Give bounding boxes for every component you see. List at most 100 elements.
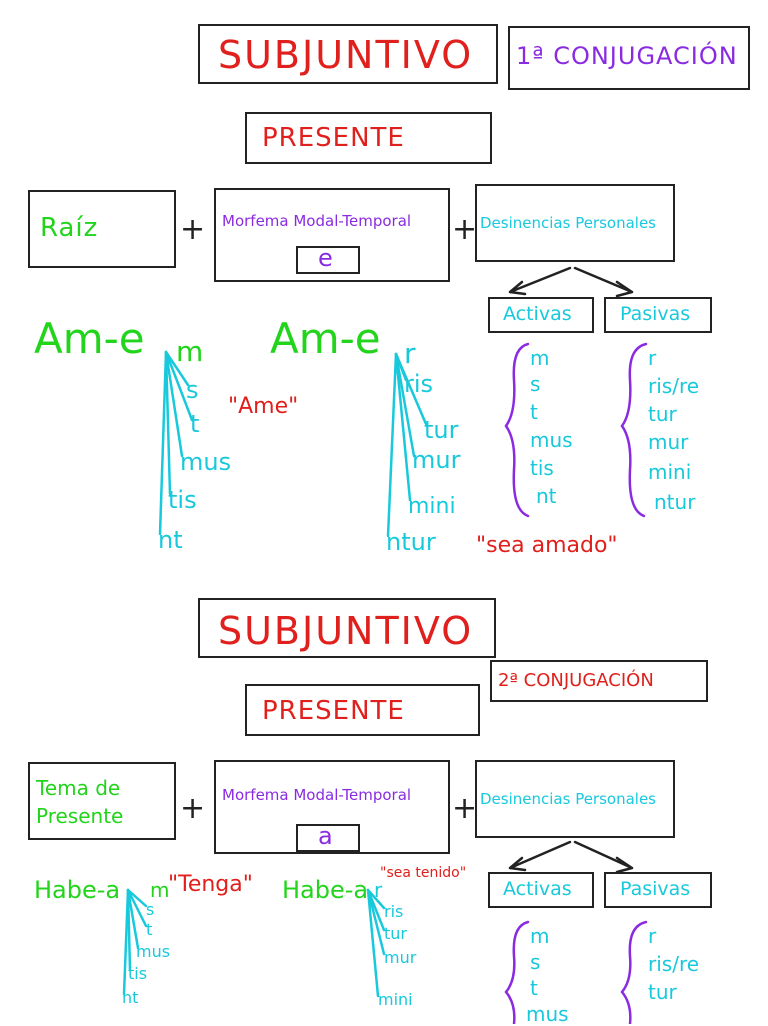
active-ending-2-3: mus <box>526 1002 569 1026</box>
passive-ending-1-3: mur <box>648 430 689 454</box>
morpheme-label-1: Morfema Modal-Temporal <box>222 212 412 230</box>
active-form-2-4: tis <box>128 964 148 983</box>
morpheme-vowel-box-1 <box>296 246 360 274</box>
title-1: SUBJUNTIVO <box>218 33 474 77</box>
active-ending-1-1: s <box>530 372 541 396</box>
conjugation-box-1 <box>508 26 750 90</box>
fan-active-2 <box>122 888 148 996</box>
active-form-2-3: mus <box>136 942 171 961</box>
active-ending-1-2: t <box>530 400 538 424</box>
tense-1: PRESENTE <box>262 123 405 153</box>
arrow-to-active-1 <box>508 266 572 296</box>
active-label-2: Activas <box>503 878 572 900</box>
active-box-1 <box>488 297 594 333</box>
plus-1b: + <box>452 212 478 247</box>
morpheme-vowel-2: a <box>318 822 334 850</box>
brace-passive-1 <box>620 342 648 518</box>
passive-ending-1-0: r <box>648 346 657 370</box>
base-box-2 <box>28 762 176 840</box>
passive-form-2-2: tur <box>384 924 407 943</box>
passive-label-2: Pasivas <box>620 878 691 900</box>
passive-form-1-3: mur <box>412 446 461 474</box>
passive-form-1-0: r <box>404 337 416 370</box>
active-form-2-1: s <box>146 900 155 919</box>
arrow-to-passive-1 <box>573 266 634 298</box>
passive-ending-1-2: tur <box>648 402 677 426</box>
base-box-1 <box>28 190 176 268</box>
passive-ending-2-1: ris/re <box>648 952 700 976</box>
passive-stem-1: Am-e <box>270 314 381 363</box>
passive-form-1-5: ntur <box>386 528 436 556</box>
passive-stem-2: Habe-a <box>282 876 369 904</box>
tense-box-1 <box>245 112 492 164</box>
plus-1a: + <box>180 212 206 247</box>
plus-2a: + <box>180 791 206 826</box>
passive-box-2 <box>604 872 712 908</box>
fan-passive-2 <box>366 888 386 998</box>
passive-ending-1-4: mini <box>648 460 692 484</box>
morpheme-vowel-box-2 <box>296 824 360 852</box>
active-note-1: "Ame" <box>228 394 299 419</box>
active-ending-2-2: t <box>530 976 538 1000</box>
conjugation-box-2 <box>490 660 708 702</box>
active-form-1-5: nt <box>158 526 183 554</box>
conjugation-2: 2ª CONJUGACIÓN <box>498 670 654 691</box>
brace-active-1 <box>504 342 530 518</box>
morpheme-box-1 <box>214 188 450 282</box>
active-form-1-1: s <box>186 376 199 404</box>
active-note-2: "Tenga" <box>168 872 253 897</box>
passive-form-2-1: ris <box>384 902 404 921</box>
morpheme-vowel-1: e <box>318 244 334 272</box>
brace-active-2 <box>504 920 530 1024</box>
title-box-1 <box>198 24 498 84</box>
title-box-2 <box>198 598 496 658</box>
conjugation-1: 1ª CONJUGACIÓN <box>516 42 738 70</box>
active-ending-1-5: nt <box>536 484 557 508</box>
fan-passive-1 <box>386 352 428 538</box>
active-form-1-0: m <box>176 335 204 368</box>
active-box-2 <box>488 872 594 908</box>
tense-2: PRESENTE <box>262 696 405 726</box>
passive-form-2-4: mini <box>378 990 413 1009</box>
active-ending-1-3: mus <box>530 428 573 452</box>
endings-label-1: Desinencias Personales <box>480 214 657 232</box>
endings-box-2 <box>475 760 675 838</box>
active-form-2-2: t <box>146 920 153 939</box>
base-label-2b: Presente <box>36 804 124 828</box>
brace-passive-2 <box>620 920 648 1024</box>
active-form-1-2: t <box>190 410 200 438</box>
arrow-to-passive-2 <box>573 840 634 874</box>
passive-note-1: "sea amado" <box>476 533 618 558</box>
base-label-1: Raíz <box>40 213 99 243</box>
endings-label-2: Desinencias Personales <box>480 790 657 808</box>
active-form-2-5: nt <box>122 988 139 1007</box>
active-stem-1: Am-e <box>34 314 145 363</box>
passive-form-1-4: mini <box>408 494 456 519</box>
passive-ending-2-0: r <box>648 924 657 948</box>
active-form-2-0: m <box>150 878 170 902</box>
passive-ending-1-1: ris/re <box>648 374 700 398</box>
plus-2b: + <box>452 791 478 826</box>
passive-ending-2-2: tur <box>648 980 677 1004</box>
passive-ending-1-5: ntur <box>654 490 696 514</box>
title-2: SUBJUNTIVO <box>218 609 474 653</box>
active-form-1-3: mus <box>180 448 232 476</box>
active-stem-2: Habe-a <box>34 876 121 904</box>
active-ending-2-0: m <box>530 924 550 948</box>
passive-form-2-3: mur <box>384 948 417 967</box>
passive-box-1 <box>604 297 712 333</box>
active-ending-1-4: tis <box>530 456 554 480</box>
active-ending-2-1: s <box>530 950 541 974</box>
passive-label-1: Pasivas <box>620 303 691 325</box>
base-label-2a: Tema de <box>36 776 121 800</box>
fan-active-1 <box>158 350 194 536</box>
endings-box-1 <box>475 184 675 262</box>
tense-box-2 <box>245 684 480 736</box>
morpheme-label-2: Morfema Modal-Temporal <box>222 786 412 804</box>
passive-form-2-0: r <box>374 878 383 902</box>
passive-note-2: "sea tenido" <box>380 865 467 881</box>
arrow-to-active-2 <box>508 840 572 872</box>
active-ending-1-0: m <box>530 346 550 370</box>
active-label-1: Activas <box>503 303 572 325</box>
